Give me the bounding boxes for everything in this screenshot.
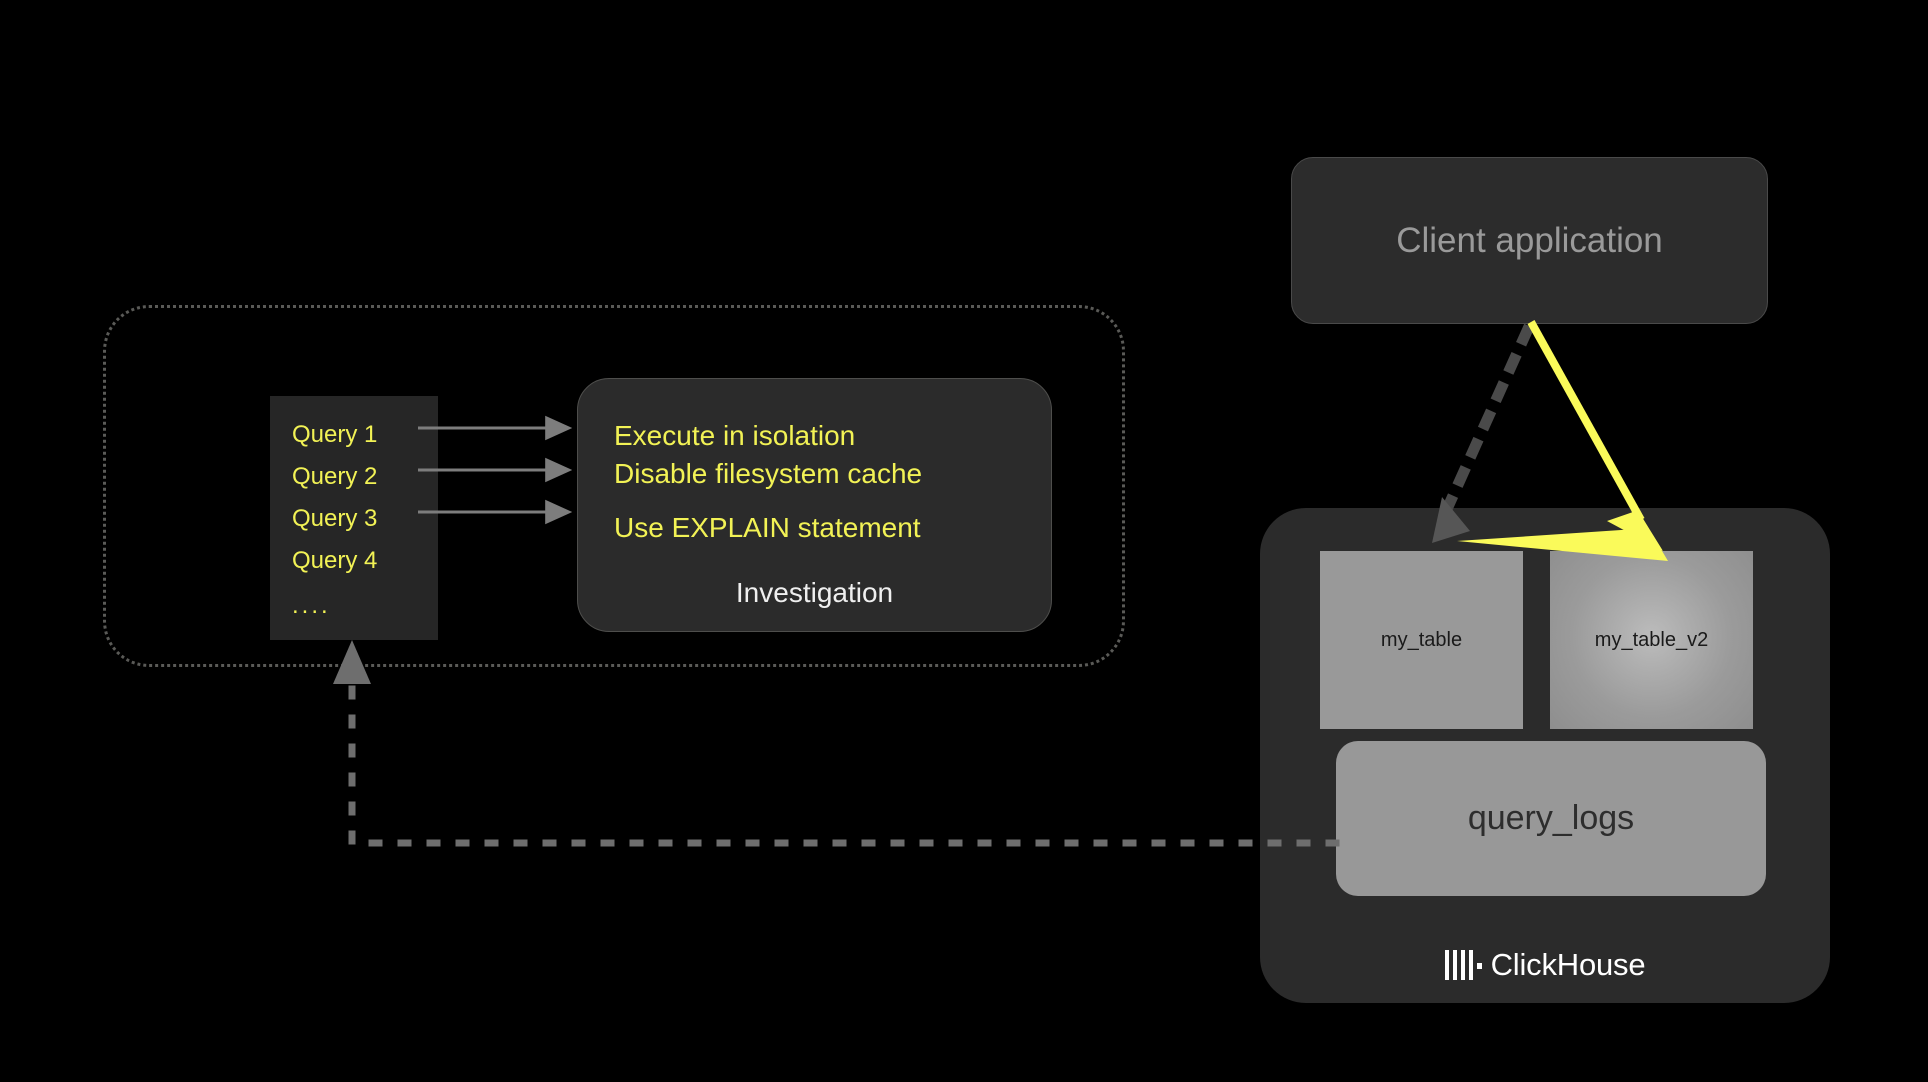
client-application-label: Client application bbox=[1396, 220, 1663, 260]
list-item[interactable]: Query 3 bbox=[292, 505, 378, 532]
clickhouse-wordmark: ClickHouse bbox=[1490, 947, 1646, 982]
investigation-tip: Use EXPLAIN statement bbox=[614, 512, 921, 543]
query-list-panel: Query 1 Query 2 Query 3 Query 4 .... bbox=[270, 396, 438, 640]
investigation-tip: Execute in isolation bbox=[614, 420, 856, 451]
investigation-tips: Execute in isolation Disable filesystem … bbox=[578, 379, 1051, 547]
list-item[interactable]: Query 1 bbox=[292, 421, 378, 448]
clickhouse-container: my_table my_table_v2 query_logs ClickHou… bbox=[1260, 508, 1830, 1003]
investigation-group-container bbox=[103, 305, 1125, 667]
query-logs-feedback-arrow bbox=[333, 640, 1340, 847]
query-logs-label: query_logs bbox=[1467, 799, 1635, 837]
query-logs-table[interactable]: query_logs bbox=[1336, 741, 1766, 896]
table-tile-my-table[interactable]: my_table bbox=[1320, 551, 1523, 729]
clickhouse-logo: ClickHouse bbox=[1260, 947, 1830, 983]
list-item[interactable]: Query 4 bbox=[292, 547, 378, 574]
investigation-caption: Investigation bbox=[735, 577, 894, 608]
investigation-tip: Disable filesystem cache bbox=[614, 458, 923, 489]
table-tile-my-table-v2[interactable]: my_table_v2 bbox=[1550, 551, 1753, 729]
list-item-more[interactable]: .... bbox=[292, 592, 331, 619]
list-item[interactable]: Query 2 bbox=[292, 463, 378, 490]
investigation-box: Execute in isolation Disable filesystem … bbox=[577, 378, 1052, 632]
clickhouse-bars-icon bbox=[1444, 950, 1482, 980]
table-tile-label: my_table_v2 bbox=[1594, 628, 1709, 651]
client-application-box: Client application bbox=[1291, 157, 1768, 324]
table-tile-label: my_table bbox=[1380, 628, 1463, 651]
